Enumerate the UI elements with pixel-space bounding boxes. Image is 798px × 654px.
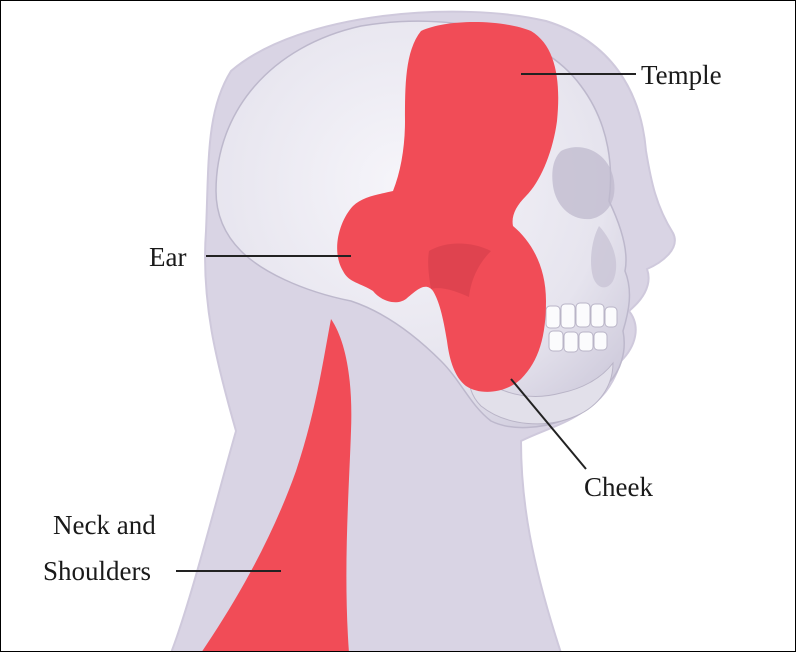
ear-label: Ear [149, 242, 186, 272]
neck-label-line2: Shoulders [43, 556, 151, 586]
neck-label-line1: Neck and [53, 510, 156, 540]
temple-label: Temple [641, 60, 722, 90]
cheek-label: Cheek [584, 472, 653, 502]
